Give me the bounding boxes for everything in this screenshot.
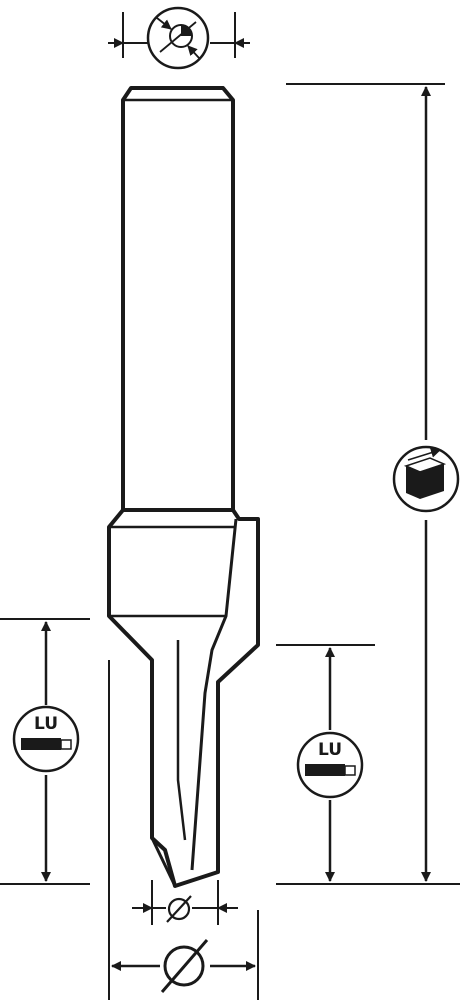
useful-length-icon: LU xyxy=(296,731,364,799)
useful-length-label-left: LU xyxy=(34,714,58,734)
tip-diameter-dimension xyxy=(132,880,238,925)
cutting-diameter-dimension xyxy=(108,660,259,1000)
useful-length-icon: LU xyxy=(12,705,80,773)
useful-length-dimension-left: LU xyxy=(0,618,90,885)
cutting-diameter-icon xyxy=(160,939,209,993)
shank-diameter-dimension xyxy=(108,6,250,70)
tip-diameter-icon xyxy=(166,895,192,923)
flute xyxy=(190,518,238,871)
total-length-icon xyxy=(392,445,460,513)
total-length-dimension xyxy=(276,83,460,885)
tool-body xyxy=(107,86,260,888)
shank xyxy=(121,86,235,512)
shank-diameter-icon xyxy=(146,6,210,70)
useful-length-label-right: LU xyxy=(318,740,342,760)
useful-length-dimension-right: LU xyxy=(276,644,375,882)
collar xyxy=(107,508,260,888)
